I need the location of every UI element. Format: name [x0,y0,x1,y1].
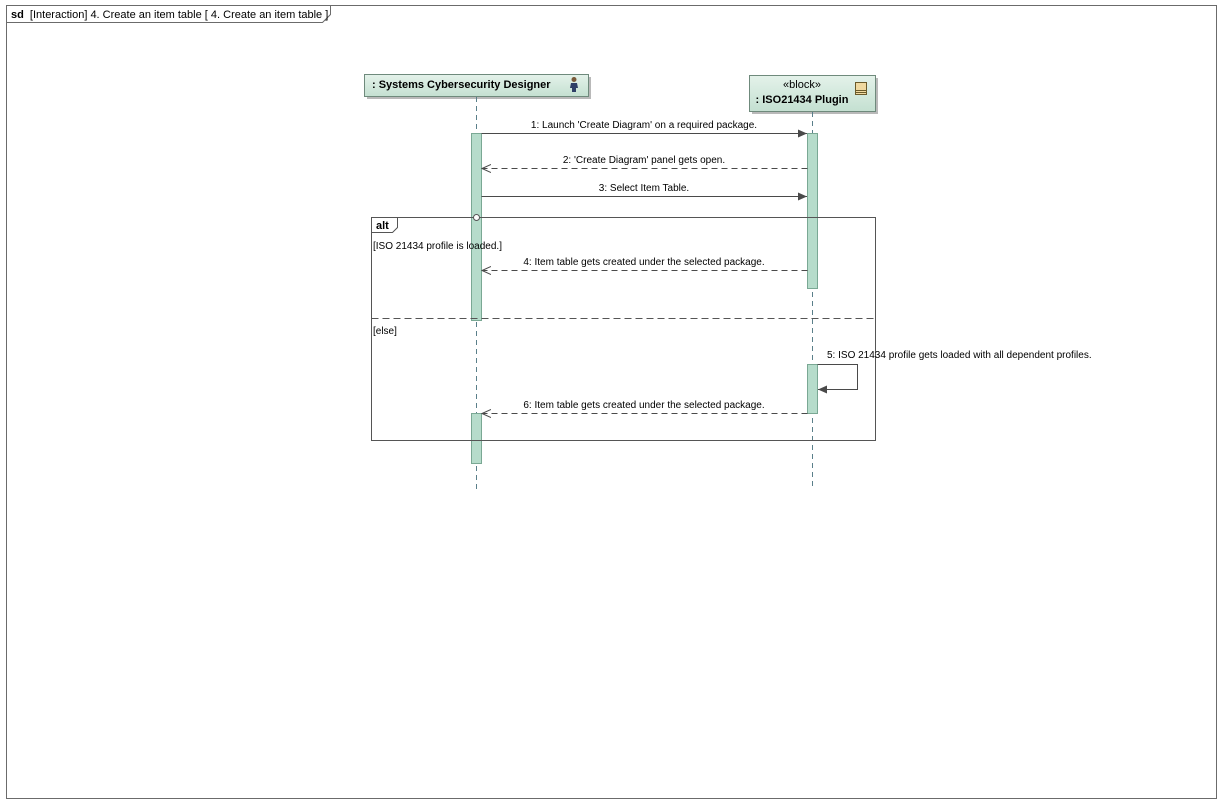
lifeline-plugin-header[interactable] [749,75,876,112]
message-2[interactable]: 2: 'Create Diagram' panel gets open. [482,155,808,169]
activation-bar [471,413,482,464]
frame-title: sd [Interaction] 4. Create an item table… [11,9,328,21]
lifeline-plugin[interactable]: «block» : ISO21434 Plugin [749,75,879,491]
activation-bar [807,364,818,414]
operand-guard: [ISO 21434 profile is loaded.] [373,241,502,252]
frame-title-tab [6,5,331,23]
message-label: 3: Select Item Table. [599,183,689,194]
message-label: 4: Item table gets created under the sel… [523,257,764,268]
activation-bar [471,133,482,321]
frame-title-text: [Interaction] 4. Create an item table [ … [30,9,328,21]
frame-kind: sd [11,9,24,21]
block-icon [855,82,867,95]
message-label: 6: Item table gets created under the sel… [523,400,764,411]
message-3[interactable]: 3: Select Item Table. [481,183,808,201]
fragment-operator: alt [376,220,389,232]
message-1[interactable]: 1: Launch 'Create Diagram' on a required… [481,120,808,138]
lifeline-designer-name: : Systems Cybersecurity Designer [372,79,551,91]
combined-fragment-alt[interactable]: alt [ISO 21434 profile is loaded.] [else… [371,217,876,441]
message-label: 5: ISO 21434 profile gets loaded with al… [827,350,1092,361]
message-4[interactable]: 4: Item table gets created under the sel… [482,257,808,271]
lifeline-designer[interactable]: : Systems Cybersecurity Designer [364,74,592,491]
actor-icon [570,77,578,92]
message-6[interactable]: 6: Item table gets created under the sel… [482,400,808,414]
operand-guard: [else] [373,326,397,337]
fragment-operator-tab [371,217,398,233]
gate-point [473,214,480,221]
lifeline-plugin-name: : ISO21434 Plugin [756,94,849,106]
message-label: 1: Launch 'Create Diagram' on a required… [531,120,757,131]
activation-bar [807,133,818,289]
diagram-frame [6,5,1217,799]
message-5[interactable]: 5: ISO 21434 profile gets loaded with al… [817,350,1092,394]
message-label: 2: 'Create Diagram' panel gets open. [563,155,725,166]
lifeline-plugin-stereotype: «block» [783,79,821,91]
lifeline-designer-header[interactable] [364,74,589,97]
